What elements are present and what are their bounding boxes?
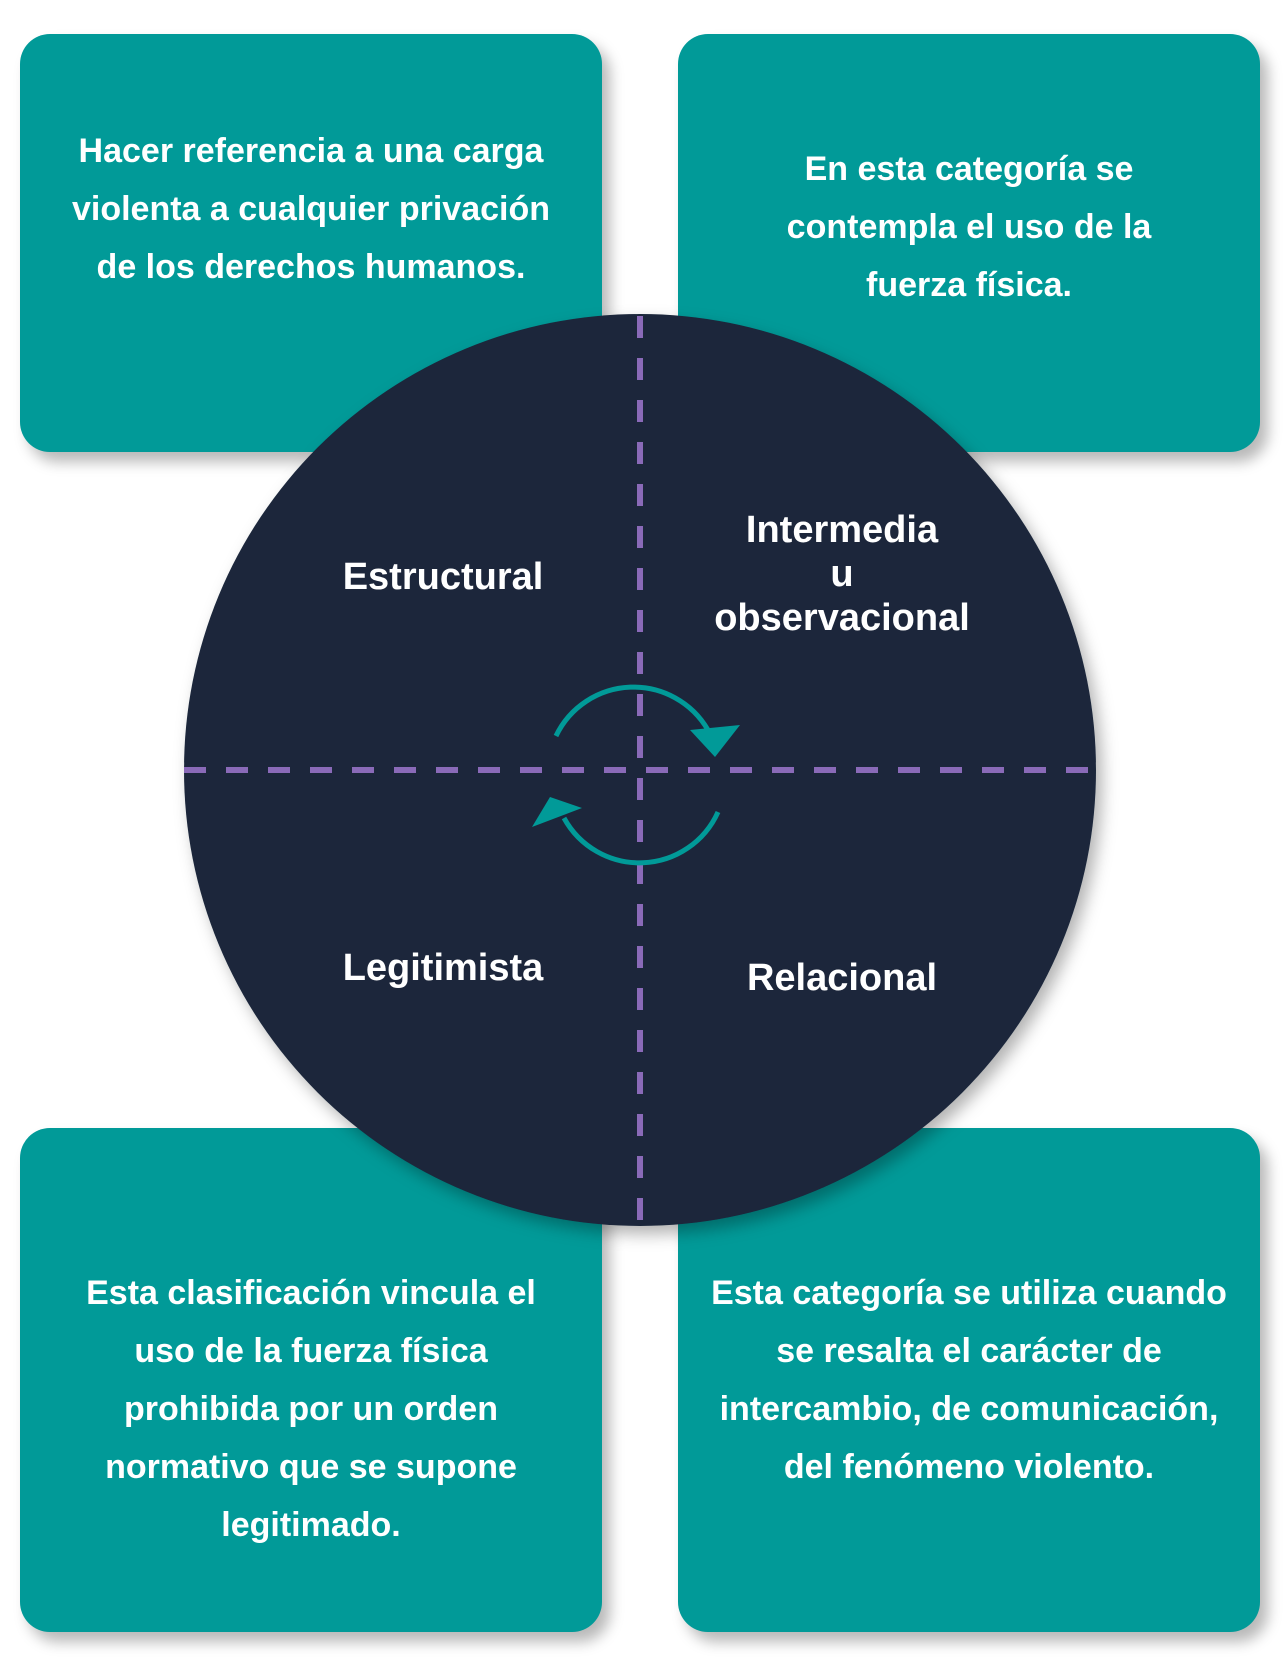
card-top-right-text: En esta categoría se contempla el uso de… [786, 150, 1152, 304]
card-bottom-right: Esta categoría se utiliza cuando se resa… [678, 1128, 1260, 1632]
quadrant-label-intermedia-line3: observacional [714, 597, 970, 639]
quadrant-label-relacional: Relacional [746, 957, 938, 999]
card-bottom-left-text: Esta clasificación vincula el uso de la … [86, 1274, 536, 1544]
quadrant-label-intermedia: Intermedia u observacional [714, 508, 970, 640]
quadrant-label-legitimista: Legitimista [342, 947, 544, 989]
card-top-left: Hacer referencia a una carga violenta a … [20, 34, 602, 452]
card-top-left-text: Hacer referencia a una carga violenta a … [71, 132, 551, 286]
quadrant-label-intermedia-line1: Intermedia [745, 509, 939, 551]
cycle-arrows-icon [532, 684, 740, 866]
card-bottom-left: Esta clasificación vincula el uso de la … [20, 1128, 602, 1632]
quadrant-label-intermedia-line2: u [830, 553, 854, 595]
card-bottom-right-text: Esta categoría se utiliza cuando se resa… [711, 1274, 1227, 1486]
quadrant-label-estructural: Estructural [342, 556, 544, 598]
central-circle [184, 314, 1096, 1226]
